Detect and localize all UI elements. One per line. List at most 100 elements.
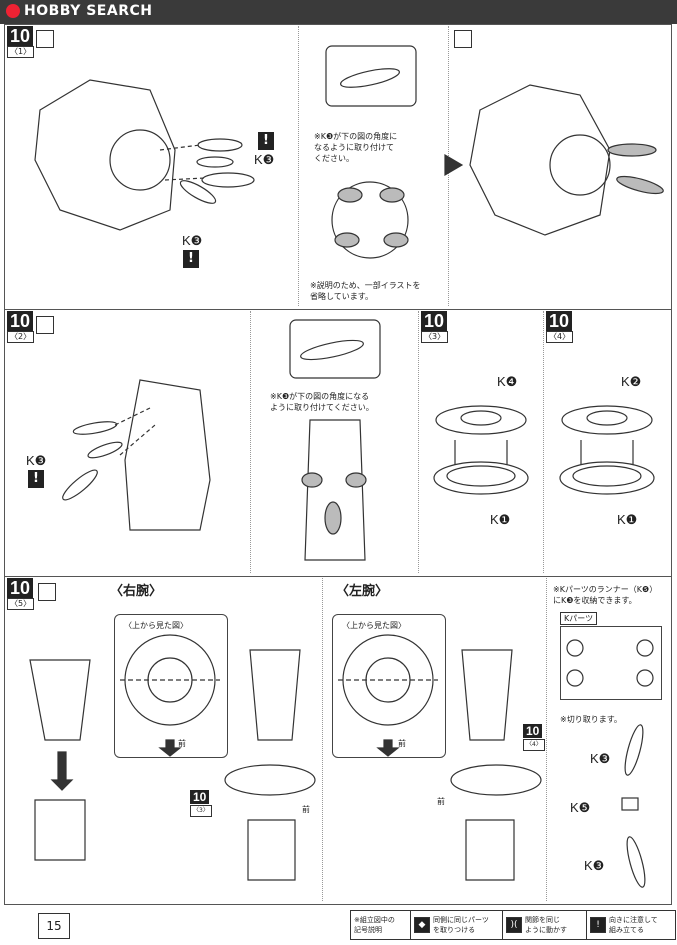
runner-piece: [621, 797, 639, 811]
part-label-k3: K❸: [26, 453, 47, 468]
hand-drawing: [34, 799, 86, 861]
cut-note: ※切り取ります。: [560, 715, 622, 724]
front-label: 前: [302, 805, 310, 814]
panel-divider: [298, 26, 299, 306]
arm-drawing: [249, 649, 301, 741]
legend-text: 向きに注意して 組み立てる: [609, 916, 658, 934]
same-parts-icon: [36, 316, 54, 334]
step-subnumber: 〈5〉: [7, 598, 35, 610]
part-label-k3: K❸: [182, 233, 203, 248]
top-view-box: [114, 614, 228, 758]
reference-step-sub: 〈4〉: [523, 739, 545, 751]
step-subnumber: 〈3〉: [421, 331, 449, 343]
step-number: 10: [7, 311, 34, 331]
part-callout-box: [325, 45, 417, 107]
site-header-bar: HOBBY SEARCH: [0, 0, 677, 24]
step-subnumber: 〈4〉: [546, 331, 574, 343]
arm-drawing: [124, 379, 211, 531]
ring-part: [433, 461, 529, 495]
next-arrow: [444, 153, 464, 177]
joint-icon: [38, 583, 56, 601]
ring-part: [559, 461, 655, 495]
spike-part: [197, 138, 243, 152]
legend-item-caution: ! 向きに注意して 組み立てる: [586, 910, 676, 940]
page-number: 15: [38, 913, 70, 939]
shoulder-sphere: [109, 129, 171, 191]
legend-text: 同側に同じパーツ を取りつける: [433, 916, 489, 934]
caution-icon: !: [258, 132, 274, 150]
spike-part: [340, 68, 400, 88]
legend-text: 関節を同じ ように動かす: [525, 916, 567, 934]
legend-title: ※組立図中の 記号説明: [350, 910, 414, 940]
step-number: 10: [421, 311, 448, 331]
ring-part: [224, 764, 316, 796]
angle-note: ※K❸が下の図の角度になる ように取り付けてください。: [270, 392, 374, 412]
joint-icon: )(: [506, 917, 522, 933]
robot-torso-drawing: [469, 84, 611, 236]
front-label: 前: [178, 739, 186, 748]
spike-part: [87, 441, 123, 459]
spike-part: [626, 836, 646, 888]
top-view-caption: 〈上から見た図〉: [342, 621, 406, 630]
same-parts-icon: [36, 30, 54, 48]
site-logo-text: HOBBY SEARCH: [24, 3, 153, 19]
step-subnumber: 〈2〉: [7, 331, 35, 343]
runner-note: ※Kパーツのランナー（K❺） にK❸を収納できます。: [553, 585, 658, 605]
spike-part: [62, 469, 98, 501]
part-label-k2: K❷: [621, 374, 642, 389]
omission-note: ※説明のため、一部イラストを 省略しています。: [310, 281, 421, 301]
part-label-k4: K❹: [497, 374, 518, 389]
top-view-box: [332, 614, 446, 758]
site-logo: HOBBY SEARCH: [6, 3, 152, 19]
legend-item-same-parts: ◆ 同側に同じパーツ を取りつける: [410, 910, 506, 940]
ring-part: [561, 405, 653, 435]
caution-icon: !: [28, 470, 44, 488]
panel-divider: [543, 311, 544, 573]
step-number: 10: [7, 26, 34, 46]
caution-icon: !: [590, 917, 606, 933]
legend-item-joint: )( 関節を同じ ように動かす: [502, 910, 590, 940]
panel-divider: [418, 311, 419, 573]
hand-drawing: [247, 819, 296, 881]
part-label-k5: K❺: [570, 800, 591, 815]
part-callout-box: [289, 319, 381, 379]
spike-part: [201, 172, 255, 188]
arm-front-view: [304, 419, 366, 561]
guide-arrow: [164, 177, 206, 181]
part-label-k1: K❶: [617, 512, 638, 527]
spike-part: [179, 180, 217, 204]
spike-part: [72, 421, 118, 435]
panel-divider: [250, 311, 251, 573]
angle-note: ※K❸が下の図の角度に なるように取り付けて ください。: [314, 132, 398, 163]
top-view-caption: 〈上から見た図〉: [124, 621, 188, 630]
front-label: 前: [437, 797, 445, 806]
part-label-k3: K❸: [254, 152, 275, 167]
sphere-front-view: [331, 181, 409, 259]
left-arm-heading: 〈左腕〉: [336, 583, 389, 598]
k-runner-illustration: [560, 626, 662, 700]
step-number: 10: [7, 578, 34, 598]
part-label-k3: K❸: [584, 858, 605, 873]
down-arrow: [50, 751, 74, 791]
reference-step-badge: 10: [190, 790, 210, 804]
step-subnumber: 〈1〉: [7, 46, 35, 58]
reference-step-badge: 10: [523, 724, 543, 738]
arm-drawing: [29, 659, 91, 741]
reference-step-sub: 〈3〉: [190, 805, 212, 817]
k-parts-label: Kパーツ: [560, 612, 598, 625]
spike-part: [196, 156, 234, 168]
step-number: 10: [546, 311, 573, 331]
panel-divider: [322, 578, 323, 901]
logo-mark-icon: [6, 4, 20, 18]
front-label: 前: [398, 739, 406, 748]
arm-drawing: [461, 649, 513, 741]
same-parts-icon: ◆: [414, 917, 430, 933]
panel-divider: [546, 578, 547, 901]
part-label-k1: K❶: [490, 512, 511, 527]
step-10-2-panel: [4, 309, 672, 577]
caution-icon: !: [183, 250, 199, 268]
ring-part: [435, 405, 527, 435]
spike-part: [624, 724, 644, 776]
hand-drawing: [465, 819, 515, 881]
